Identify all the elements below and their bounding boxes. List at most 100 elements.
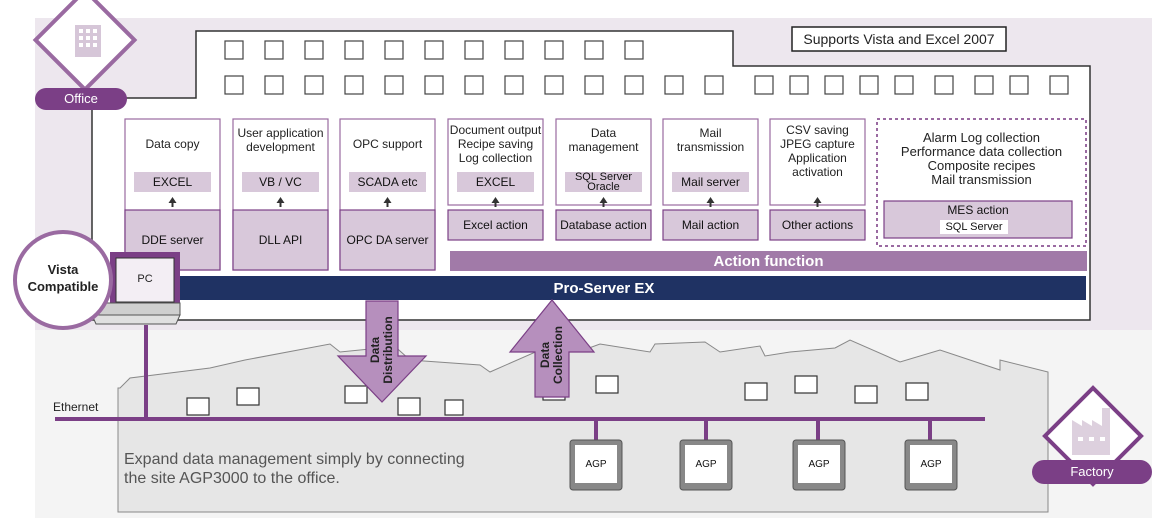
data-distribution-label-wrap: Data Distribution (360, 306, 404, 396)
agp-label: AGP (585, 458, 607, 470)
office-window (344, 40, 364, 60)
server-label: Excel action (463, 218, 528, 232)
action-function-label: Action function (713, 253, 824, 270)
up-arrow-icon (813, 197, 822, 207)
office-window (824, 75, 844, 95)
agp-label: AGP (808, 458, 830, 470)
office-window (424, 75, 444, 95)
server-box (555, 209, 652, 241)
up-arrow-icon (383, 197, 392, 207)
factory-emblem (1032, 385, 1152, 487)
server-box (232, 209, 329, 271)
column-header: Mail transmission (676, 126, 745, 154)
office-window (384, 75, 404, 95)
tool-label: EXCEL (475, 175, 516, 189)
tool-label: EXCEL (152, 175, 193, 189)
column-header: User application development (237, 126, 324, 154)
office-window (754, 75, 774, 95)
vista-compatible-badge (13, 230, 113, 330)
server-box (447, 209, 544, 241)
up-arrow-icon (276, 197, 285, 207)
office-window (624, 75, 644, 95)
pc-label: PC (137, 273, 153, 285)
office-emblem (32, 0, 138, 110)
server-box (662, 209, 759, 241)
office-window (934, 75, 954, 95)
office-window (664, 75, 684, 95)
pro-server-band (122, 276, 1086, 300)
tool-box (242, 172, 319, 192)
office-window (264, 75, 284, 95)
server-label: Other actions (781, 218, 854, 232)
office-window (464, 75, 484, 95)
factory-icon (1072, 408, 1110, 455)
tool-box (672, 172, 749, 192)
agp-label: AGP (920, 458, 942, 470)
column-panel (769, 118, 866, 206)
office-window (304, 75, 324, 95)
agp-label: AGP (695, 458, 717, 470)
server-label: OPC DA server (346, 233, 429, 247)
mes-group-border (876, 118, 1087, 247)
agp-screen (798, 445, 840, 483)
data-collection-label: Data Collection (538, 325, 565, 385)
tool-label: Mail server (681, 175, 740, 189)
office-window (504, 40, 524, 60)
office-window (504, 75, 524, 95)
up-arrow-icon (599, 197, 608, 207)
server-box (339, 209, 436, 271)
up-arrow-icon (491, 197, 500, 207)
agp-screen (575, 445, 617, 483)
office-window (224, 75, 244, 95)
factory-label: Factory (1070, 464, 1114, 479)
column-header: OPC support (352, 137, 423, 151)
agp-screen (685, 445, 727, 483)
server-label: Mail action (681, 218, 740, 232)
up-arrow-icon (706, 197, 715, 207)
office-window (384, 40, 404, 60)
up-arrow-icon (168, 197, 177, 207)
action-function-band (450, 251, 1087, 271)
office-window (544, 40, 564, 60)
tool-label: SQL Server Oracle (574, 171, 633, 193)
server-label: DDE server (141, 233, 204, 247)
mes-tool-label: SQL Server (945, 221, 1003, 233)
office-window (1009, 75, 1029, 95)
office-window (624, 40, 644, 60)
office-window (789, 75, 809, 95)
office-window (584, 75, 604, 95)
vista-compatible-label: Vista Compatible (27, 262, 99, 294)
office-window (894, 75, 914, 95)
server-label: DLL API (258, 233, 303, 247)
office-window (544, 75, 564, 95)
office-windows (224, 40, 1069, 95)
column-header: CSV saving JPEG capture Application acti… (780, 123, 855, 179)
supports-note: Supports Vista and Excel 2007 (803, 31, 995, 47)
column-header: Data copy (145, 137, 200, 151)
office-badge-bg (35, 88, 127, 110)
office-window (224, 40, 244, 60)
tool-label: VB / VC (259, 175, 302, 189)
server-label: Database action (560, 218, 647, 232)
tool-label: SCADA etc (357, 175, 418, 189)
office-window (1049, 75, 1069, 95)
data-collection-label-wrap: Data Collection (530, 305, 574, 397)
data-collection-arrow (508, 299, 596, 398)
tool-box (349, 172, 426, 192)
agp-drops (594, 419, 932, 440)
office-window (344, 75, 364, 95)
office-label: Office (64, 91, 98, 106)
mes-action-label: MES action (947, 203, 1009, 217)
office-window (859, 75, 879, 95)
pc-computer-icon (87, 252, 181, 325)
tool-box (457, 172, 534, 192)
column-header: Document output Recipe saving Log collec… (449, 123, 542, 165)
office-window (704, 75, 724, 95)
office-window (464, 40, 484, 60)
supports-note-box (791, 26, 1007, 52)
office-window (264, 40, 284, 60)
data-distribution-label: Data Distribution (368, 316, 395, 384)
factory-caption: Expand data management simply by connect… (124, 451, 465, 487)
